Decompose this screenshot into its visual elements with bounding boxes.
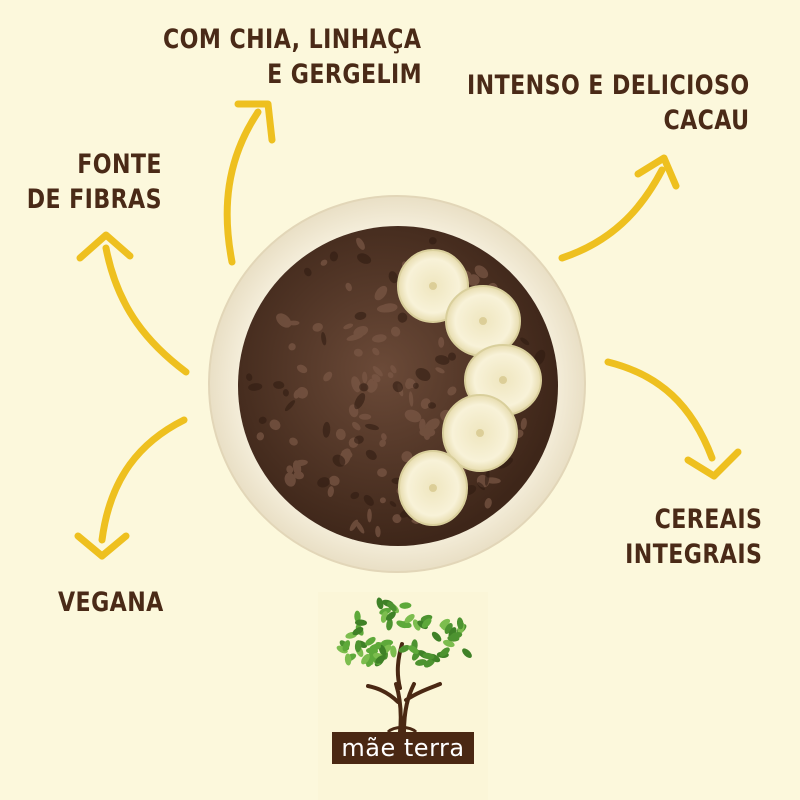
tree-icon (336, 597, 472, 734)
label-chia-linhaca-gergelim: COM CHIA, LINHAÇA E GERGELIM (163, 22, 422, 92)
label-vegana: VEGANA (58, 585, 164, 620)
label-chia-line1: COM CHIA, LINHAÇA (163, 24, 422, 55)
label-cereais-line1: CEREAIS (654, 504, 762, 535)
label-cereais-integrais: CEREAIS INTEGRAIS (625, 502, 762, 572)
arrow-cereais-icon (604, 358, 742, 480)
arrows (74, 100, 742, 560)
brand-name: mãe terra (341, 734, 465, 762)
label-vegana-line1: VEGANA (58, 587, 164, 618)
arrow-vegana-icon (74, 416, 188, 560)
label-chia-line2: E GERGELIM (267, 59, 423, 90)
label-fibras-line2: DE FIBRAS (26, 184, 162, 215)
arrow-fibras-icon (76, 231, 190, 376)
label-fonte-de-fibras: FONTE DE FIBRAS (27, 147, 162, 217)
label-fibras-line1: FONTE (77, 149, 162, 180)
label-cacau-line1: INTENSO E DELICIOSO (467, 70, 750, 101)
label-intenso-cacau: INTENSO E DELICIOSO CACAU (467, 68, 750, 138)
brand-logo: mãe terra (318, 592, 488, 800)
arrow-chia-icon (223, 100, 276, 266)
brand-name-bar: mãe terra (332, 732, 474, 764)
label-cereais-line2: INTEGRAIS (624, 539, 762, 570)
arrow-cacau-icon (558, 154, 680, 262)
label-cacau-line2: CACAU (663, 105, 750, 136)
